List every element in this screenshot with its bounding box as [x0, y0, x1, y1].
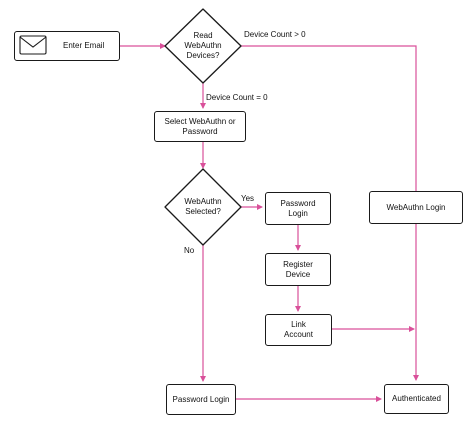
register-device-label: Register Device — [283, 259, 313, 279]
password-login-label: Password Login — [280, 198, 316, 218]
edge-device-count-gt-0: Device Count > 0 — [244, 30, 306, 39]
webauthn-selected-label: WebAuthn Selected? — [184, 197, 222, 216]
select-method-node: Select WebAuthn or Password — [154, 111, 246, 142]
password-login-bottom-label: Password Login — [172, 394, 230, 404]
edge-device-count-eq-0: Device Count = 0 — [206, 93, 268, 102]
password-login-bottom-node: Password Login — [166, 384, 236, 415]
enter-email-label: Enter Email — [63, 41, 105, 50]
webauthn-login-label: WebAuthn Login — [386, 202, 446, 212]
edge-yes: Yes — [241, 194, 255, 203]
password-login-node: Password Login — [265, 192, 331, 225]
authenticated-label: Authenticated — [392, 394, 441, 403]
webauthn-selected-diamond — [164, 168, 242, 246]
webauthn-login-node: WebAuthn Login — [369, 191, 463, 224]
select-method-label: Select WebAuthn or Password — [164, 116, 236, 136]
link-account-node: Link Account — [265, 314, 332, 346]
read-devices-label: Read WebAuthn Devices? — [184, 31, 222, 60]
edge-no: No — [184, 246, 195, 255]
read-devices-diamond — [164, 8, 242, 84]
register-device-node: Register Device — [265, 253, 331, 286]
link-account-label: Link Account — [284, 320, 313, 339]
enter-email-node: Enter Email — [14, 31, 120, 61]
arrow-read-to-authenticated — [241, 45, 419, 381]
authenticated-node: Authenticated — [384, 384, 449, 414]
